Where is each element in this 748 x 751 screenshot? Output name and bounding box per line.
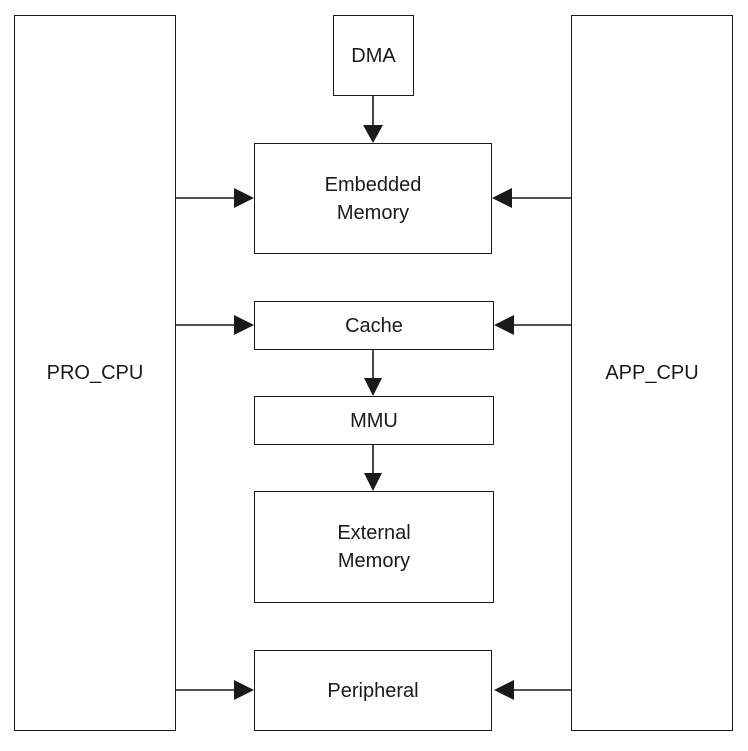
embedded-memory-node: Embedded Memory — [254, 143, 492, 254]
mmu-node: MMU — [254, 396, 494, 445]
mmu-label: MMU — [350, 409, 398, 432]
embedded-memory-label: Embedded Memory — [324, 173, 422, 224]
dma-label: DMA — [351, 44, 396, 67]
external-memory-label: External Memory — [337, 522, 411, 572]
arrowhead-mmu-top — [364, 378, 382, 396]
arrowhead-embedded-memory-left — [234, 188, 254, 208]
peripheral-label: Peripheral — [327, 679, 419, 702]
pro-cpu-label: PRO_CPU — [46, 362, 144, 384]
pro-cpu-node: PRO_CPU — [14, 15, 176, 731]
cache-label: Cache — [345, 314, 403, 337]
arrowhead-peripheral-left — [234, 680, 254, 700]
arrowhead-cache-right — [494, 315, 514, 335]
app-cpu-node: APP_CPU — [571, 15, 733, 731]
arrowhead-embedded-memory-top — [363, 125, 383, 143]
dma-node: DMA — [333, 15, 414, 96]
cache-node: Cache — [254, 301, 494, 350]
arrowhead-embedded-memory-right — [492, 188, 512, 208]
app-cpu-label: APP_CPU — [605, 362, 699, 384]
external-memory-node: External Memory — [254, 491, 494, 603]
arrowhead-cache-left — [234, 315, 254, 335]
arrowhead-peripheral-right — [494, 680, 514, 700]
peripheral-node: Peripheral — [254, 650, 492, 731]
arrowhead-external-memory-top — [364, 473, 382, 491]
